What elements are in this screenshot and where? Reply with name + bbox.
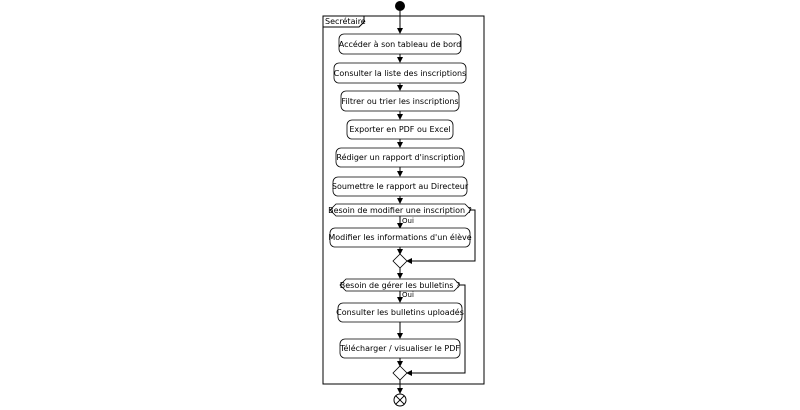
activity-label: Soumettre le rapport au Directeur (332, 182, 469, 191)
activity-label: Filtrer ou trier les inscriptions (341, 97, 458, 106)
activity-4: Exporter en PDF ou Excel (346, 119, 454, 140)
decision-2: Besoin de gérer les bulletins ? (339, 278, 461, 292)
activity-label: Télécharger / visualiser le PDF (339, 343, 460, 353)
activity-label: Accéder à son tableau de bord (339, 39, 462, 49)
decision-1-action-1: Modifier les informations d'un élève (328, 227, 472, 248)
swimlane-secretaire: Secrétaire (322, 15, 485, 385)
decision-yes-label: Oui (402, 217, 414, 225)
decision-2-action-2: Télécharger / visualiser le PDF (339, 338, 461, 359)
decision-2-action-1: Consulter les bulletins uploadés (336, 302, 464, 323)
swimlane-title: Secrétaire (325, 16, 366, 26)
decision-1: Besoin de modifier une inscription ? (328, 203, 472, 217)
activity-2: Consulter la liste des inscriptions (333, 62, 467, 84)
end-node (393, 393, 407, 407)
decision-yes-label: Oui (402, 291, 414, 299)
activity-label: Consulter les bulletins uploadés (336, 307, 464, 317)
activity-3: Filtrer ou trier les inscriptions (340, 90, 460, 112)
activity-label: Consulter la liste des inscriptions (334, 69, 466, 78)
activity-label: Exporter en PDF ou Excel (349, 125, 450, 134)
activity-label: Rédiger un rapport d'inscription (336, 152, 463, 162)
activity-6: Soumettre le rapport au Directeur (332, 176, 469, 197)
start-node (395, 1, 405, 11)
decision-question: Besoin de modifier une inscription ? (328, 206, 472, 215)
activity-label: Modifier les informations d'un élève (328, 232, 471, 242)
merge-node-2 (392, 365, 408, 381)
activity-5: Rédiger un rapport d'inscription (335, 147, 465, 168)
activity-1: Accéder à son tableau de bord (338, 33, 462, 55)
merge-node-1 (392, 253, 408, 269)
decision-question: Besoin de gérer les bulletins ? (340, 280, 460, 290)
